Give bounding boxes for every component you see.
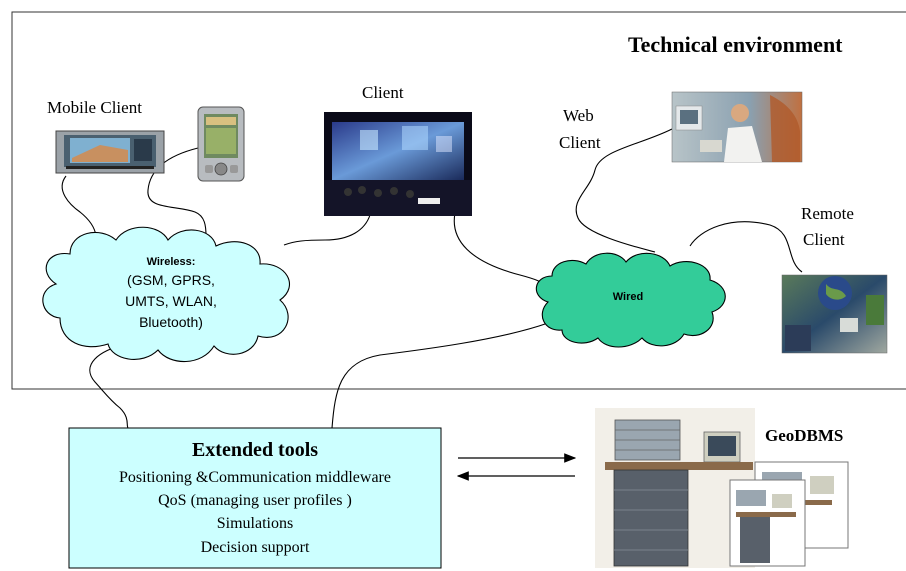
wireless-line-2: UMTS, WLAN,: [125, 293, 217, 309]
remote-client-label-line1: Remote: [801, 204, 854, 223]
wireless-line-3: Bluetooth): [139, 314, 203, 330]
geodbms-label: GeoDBMS: [765, 426, 843, 445]
mobile-laptop-image: [55, 130, 165, 174]
geodbms-server-image: [595, 408, 755, 568]
remote-client-label-line2: Client: [803, 230, 845, 249]
extended-tools-box: [68, 427, 442, 569]
client-theater-image: [324, 112, 472, 216]
client-label: Client: [362, 83, 404, 102]
wired-label: Wired: [613, 291, 643, 303]
tools-item-0: Positioning &Communication middleware: [119, 469, 391, 486]
link-wireless-tools: [89, 344, 129, 429]
link-remote-wired: [689, 221, 803, 273]
wireless-line-1: (GSM, GPRS,: [127, 272, 215, 288]
geodbms-server-thumbnail-2: [729, 479, 806, 567]
tools-item-3: Decision support: [201, 539, 310, 556]
wireless-cloud: [42, 226, 291, 363]
pda-image: [197, 106, 245, 182]
extended-tools-title: Extended tools: [192, 439, 318, 461]
wired-cloud: [535, 252, 726, 348]
link-web-wired: [575, 128, 673, 253]
wireless-title: Wireless:: [147, 256, 196, 268]
tools-item-2: Simulations: [217, 515, 293, 532]
link-mobile-wireless: [61, 175, 97, 237]
mobile-client-label: Mobile Client: [47, 98, 142, 117]
environment-title: Technical environment: [628, 32, 843, 57]
environment-frame: [11, 11, 906, 390]
link-client-wired: [453, 212, 546, 287]
remote-client-image: [781, 274, 888, 354]
link-client-wireless: [283, 214, 371, 246]
tools-item-1: QoS (managing user profiles ): [158, 492, 352, 509]
web-client-label-line2: Client: [559, 133, 601, 152]
web-client-image: [671, 91, 803, 163]
link-wired-tools: [331, 322, 549, 429]
web-client-label-line1: Web: [563, 106, 594, 125]
